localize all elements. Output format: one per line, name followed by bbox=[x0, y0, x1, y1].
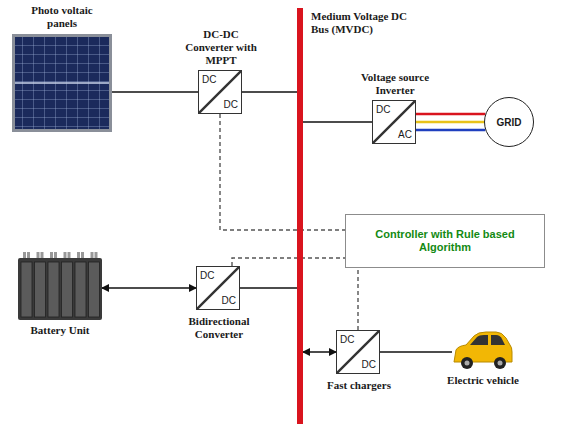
power-line bbox=[112, 92, 198, 93]
grid-circle: GRID bbox=[484, 97, 534, 147]
grid-label: GRID bbox=[497, 116, 522, 129]
power-line bbox=[303, 352, 336, 353]
port-label: DC bbox=[222, 295, 236, 306]
connector-line bbox=[357, 268, 358, 330]
component-label: Bidirectional Converter bbox=[177, 315, 261, 341]
component-label: Medium Voltage DC Bus (MVDC) bbox=[311, 10, 423, 36]
port-label: AC bbox=[398, 129, 412, 140]
power-line bbox=[240, 288, 297, 289]
power-line bbox=[102, 288, 196, 289]
component-label: Photo voltaic panels bbox=[24, 4, 100, 30]
control-signal bbox=[358, 268, 359, 330]
control-signal bbox=[220, 114, 345, 230]
port-label: DC bbox=[376, 104, 390, 115]
car-illustration bbox=[454, 332, 512, 369]
connector-line bbox=[232, 258, 345, 266]
port-label: DC bbox=[340, 334, 354, 345]
connector-line bbox=[416, 113, 485, 116]
component-label: Fast chargers bbox=[317, 379, 401, 392]
component-label: Electric vehicle bbox=[435, 374, 531, 387]
port-label: DC bbox=[224, 99, 238, 110]
power-line bbox=[303, 122, 372, 123]
ev-icon: Electric vehicle bbox=[452, 330, 514, 370]
connector-line bbox=[102, 287, 196, 288]
port-label: DC bbox=[362, 359, 376, 370]
connector-line bbox=[303, 351, 336, 352]
battery-unit: Battery Unit bbox=[18, 252, 102, 320]
converter-box: DCDCBidirectional Converter bbox=[196, 266, 240, 310]
power-line bbox=[416, 114, 485, 130]
connector-line bbox=[380, 351, 452, 352]
pv-panel-illustration bbox=[12, 34, 112, 132]
connector-line bbox=[112, 91, 198, 92]
connector-line bbox=[242, 91, 297, 92]
dc-dc-converter: DC-DC Converter with MPPTDCDC bbox=[198, 70, 242, 114]
port-label: DC bbox=[200, 270, 214, 281]
controller-box: Controller with Rule based Algorithm bbox=[345, 214, 545, 268]
pv-array: Photo voltaic panels bbox=[12, 34, 112, 132]
connector-line bbox=[240, 287, 297, 288]
inverter-box: Voltage source InverterDCAC bbox=[372, 100, 416, 144]
dc-bus: Medium Voltage DC Bus (MVDC) bbox=[297, 8, 303, 424]
control-signal bbox=[232, 258, 345, 266]
component-label: Voltage source Inverter bbox=[354, 71, 436, 97]
controller-label: Controller with Rule based Algorithm bbox=[351, 228, 539, 254]
port-label: DC bbox=[202, 74, 216, 85]
connector-line bbox=[303, 121, 372, 122]
battery-illustration bbox=[18, 252, 102, 320]
component-label: Battery Unit bbox=[15, 324, 105, 337]
connector-line bbox=[416, 121, 484, 124]
charger-box: DCDCFast chargers bbox=[336, 330, 380, 374]
power-line bbox=[242, 92, 297, 93]
component-label: DC-DC Converter with MPPT bbox=[181, 28, 261, 67]
connector-line bbox=[416, 129, 485, 132]
connector-line bbox=[220, 114, 345, 230]
power-line bbox=[380, 352, 452, 353]
